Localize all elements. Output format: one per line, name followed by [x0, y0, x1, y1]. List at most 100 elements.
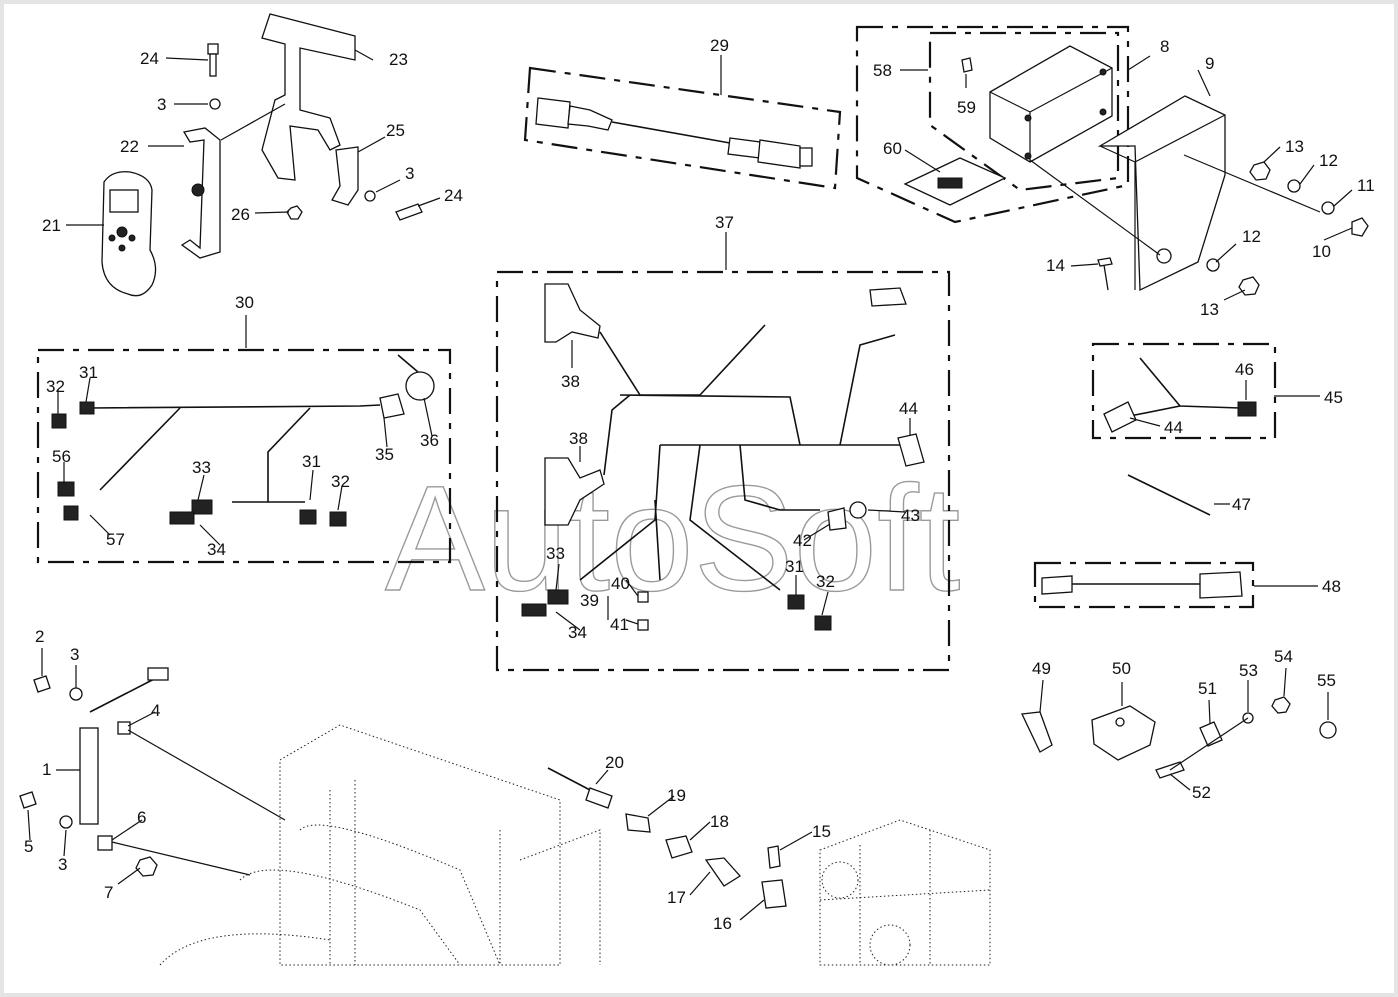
- callout-20: 20: [605, 753, 624, 772]
- callout-1: 1: [42, 760, 51, 779]
- bracket-22: [180, 127, 221, 259]
- extension-cable-48: [1041, 571, 1243, 599]
- callout-43: 43: [901, 506, 920, 525]
- clamp-51: [1199, 721, 1223, 747]
- callout-53: 53: [1239, 661, 1258, 680]
- washer-3-right: [364, 190, 376, 202]
- callout-58: 58: [873, 61, 892, 80]
- bolt-14: [1097, 257, 1113, 291]
- valve-block-machinery: [819, 819, 991, 966]
- bolt-5: [19, 791, 37, 809]
- callout-52: 52: [1192, 783, 1211, 802]
- bracket-25: [331, 146, 359, 206]
- callout-36: 36: [420, 431, 439, 450]
- parts-sheet: AutoSoft: [4, 4, 1394, 993]
- sensor-20: [585, 787, 613, 809]
- callout-13: 13: [1200, 300, 1219, 319]
- assembly-box-45: [1091, 342, 1277, 440]
- washer-11: [1321, 201, 1335, 215]
- adapter-cable-45: [1103, 357, 1257, 433]
- cover-9: [1097, 95, 1226, 292]
- callout-31: 31: [302, 452, 321, 471]
- callout-34: 34: [207, 540, 226, 559]
- callout-26: 26: [231, 205, 250, 224]
- callout-23: 23: [389, 50, 408, 69]
- nut-7: [135, 856, 158, 877]
- watermark: AutoSoft: [385, 454, 960, 622]
- assembly-box-58: [855, 25, 1130, 224]
- callout-12: 12: [1242, 227, 1261, 246]
- callout-49: 49: [1032, 659, 1051, 678]
- callout-35: 35: [375, 445, 394, 464]
- block-50-port: [1115, 717, 1125, 727]
- bolt-24-right: [395, 203, 423, 221]
- callout-54: 54: [1274, 647, 1293, 666]
- callout-24: 24: [140, 49, 159, 68]
- callout-30: 30: [235, 293, 254, 312]
- callout-9: 9: [1205, 54, 1214, 73]
- cylinder-cable: [89, 675, 161, 713]
- callout-41: 41: [610, 615, 629, 634]
- cylinder-1: [79, 727, 99, 825]
- callout-56: 56: [52, 447, 71, 466]
- nut-13-bottom: [1238, 276, 1260, 296]
- callout-32: 32: [46, 377, 65, 396]
- callout-33: 33: [192, 458, 211, 477]
- assembly-box-29: [523, 66, 842, 190]
- callout-45: 45: [1324, 388, 1343, 407]
- callout-32: 32: [816, 572, 835, 591]
- fitting-15: [767, 845, 781, 869]
- callout-3: 3: [405, 164, 414, 183]
- callout-44: 44: [899, 399, 918, 418]
- callout-37: 37: [715, 213, 734, 232]
- assembly-box-37: [495, 270, 951, 672]
- assembly-box-8: [928, 31, 1120, 192]
- washer-3-top: [209, 98, 221, 110]
- assembly-box-30: [36, 348, 452, 564]
- callout-4: 4: [151, 701, 160, 720]
- sensor-cable-20: [547, 767, 591, 791]
- callout-34: 34: [568, 623, 587, 642]
- callout-40: 40: [611, 574, 630, 593]
- union-17: [704, 857, 741, 887]
- bolt-24-top: [207, 43, 219, 77]
- callout-31: 31: [79, 363, 98, 382]
- callout-labels: 24 3 22 21 23 25 3 24 26 29 58 8 9 59 60…: [24, 36, 1375, 933]
- callout-6: 6: [137, 808, 146, 827]
- callout-3: 3: [70, 645, 79, 664]
- relay-chip: [937, 177, 963, 189]
- callout-7: 7: [104, 883, 113, 902]
- mower-drum-machinery: [159, 724, 601, 966]
- callout-55: 55: [1317, 671, 1336, 690]
- callout-32: 32: [331, 472, 350, 491]
- fitting-49: [1021, 711, 1053, 753]
- callout-44: 44: [1164, 418, 1183, 437]
- callout-46: 46: [1235, 360, 1254, 379]
- callout-33: 33: [546, 544, 565, 563]
- callout-8: 8: [1160, 37, 1169, 56]
- hand-terminal: [101, 171, 157, 297]
- callout-15: 15: [812, 822, 831, 841]
- callout-16: 16: [713, 914, 732, 933]
- bracket-23: [261, 13, 356, 181]
- washer-12-top: [1287, 179, 1301, 193]
- exploded-parts-diagram: AutoSoft: [19, 13, 1375, 966]
- nut-13-top: [1249, 161, 1271, 181]
- nut-54: [1271, 696, 1291, 714]
- callout-14: 14: [1046, 256, 1065, 275]
- callout-13: 13: [1285, 137, 1304, 156]
- bolt-2: [33, 675, 51, 693]
- callout-10: 10: [1312, 242, 1331, 261]
- cable-tie-47: [1127, 474, 1211, 516]
- harness-30: [51, 354, 435, 527]
- callout-25: 25: [386, 121, 405, 140]
- washer-3-a: [69, 687, 83, 701]
- fuse-59: [961, 57, 973, 73]
- callout-12: 12: [1319, 151, 1338, 170]
- nut-55: [1319, 721, 1337, 739]
- bushing-6: [97, 835, 113, 851]
- cap-10: [1351, 217, 1369, 237]
- elbow-16: [761, 879, 787, 909]
- callout-21: 21: [42, 216, 61, 235]
- nut-18: [665, 835, 693, 859]
